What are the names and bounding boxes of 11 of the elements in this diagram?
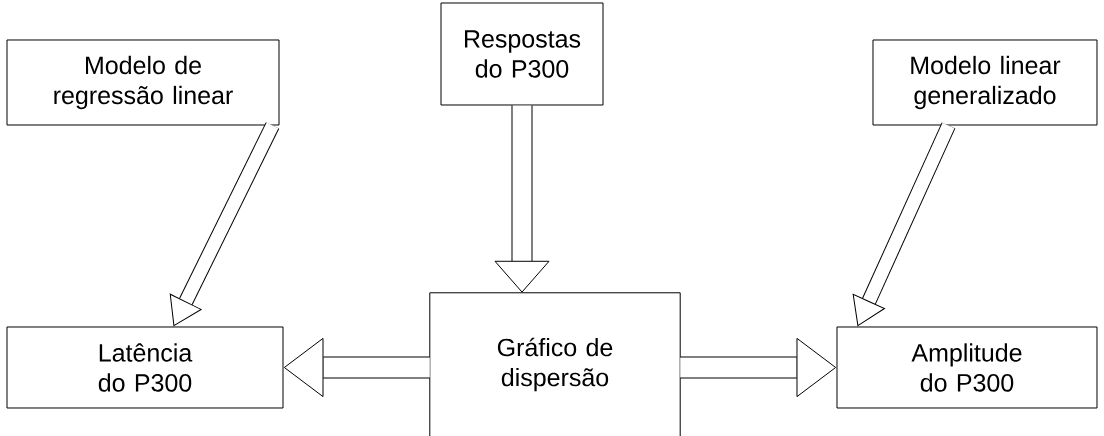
open-box: Gráfico de dispersão bbox=[429, 292, 681, 436]
block-arrow bbox=[852, 122, 956, 327]
block-arrow bbox=[494, 105, 550, 293]
block-arrow bbox=[680, 337, 837, 398]
process-box: Respostas do P300 bbox=[440, 2, 604, 106]
process-box: Modelo de regressão linear bbox=[6, 39, 280, 126]
block-arrow bbox=[169, 122, 280, 327]
process-box: Latência do P300 bbox=[6, 326, 284, 409]
process-box: Amplitude do P300 bbox=[836, 326, 1098, 409]
process-box: Modelo linear generalizado bbox=[872, 39, 1098, 126]
block-arrow bbox=[283, 337, 430, 398]
